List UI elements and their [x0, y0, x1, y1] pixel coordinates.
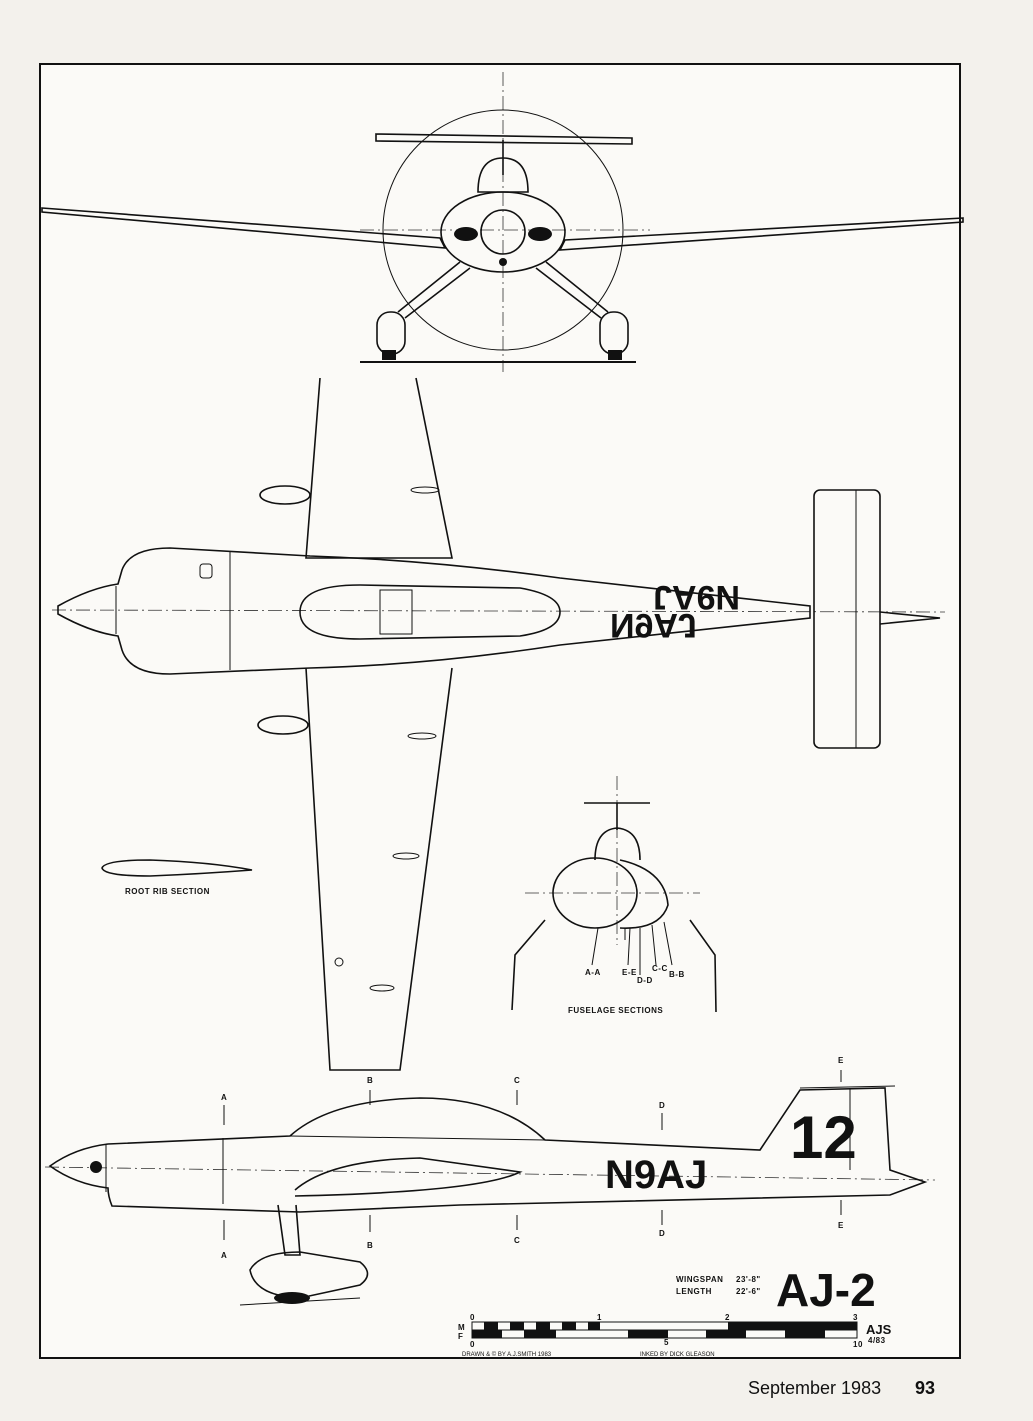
top-view: N9AJ N9AJ: [51, 377, 946, 1071]
fuselage-front: [440, 191, 566, 273]
svg-text:F: F: [458, 1332, 463, 1341]
svg-text:WINGSPAN: WINGSPAN: [676, 1275, 723, 1284]
front-view: [41, 72, 964, 372]
fuselage-sections: A-A E-E D-D C-C B-B FUSELAGE SECTIONS: [511, 776, 717, 1015]
svg-text:B: B: [367, 1076, 373, 1085]
propeller-disc: [382, 109, 624, 351]
svg-text:A: A: [221, 1251, 227, 1260]
svg-text:2: 2: [725, 1313, 730, 1322]
title-block: WINGSPAN 23'-8" LENGTH 22'-6" AJ-2: [676, 1264, 876, 1316]
svg-text:0: 0: [470, 1340, 475, 1349]
svg-text:10: 10: [853, 1340, 863, 1349]
horizontal-stabilizer: [375, 133, 633, 145]
svg-text:ROOT RIB SECTION: ROOT RIB SECTION: [125, 887, 210, 896]
svg-text:FUSELAGE SECTIONS: FUSELAGE SECTIONS: [568, 1006, 663, 1015]
race-number: 12: [790, 1104, 857, 1171]
drawing-frame: [39, 63, 961, 1359]
canopy: [477, 157, 529, 193]
svg-text:A-A: A-A: [585, 968, 601, 977]
svg-text:C: C: [514, 1236, 520, 1245]
svg-text:D-D: D-D: [637, 976, 653, 985]
page-number: 93: [915, 1378, 936, 1398]
svg-text:AJS: AJS: [866, 1322, 892, 1337]
svg-text:3: 3: [853, 1313, 858, 1322]
svg-text:B: B: [367, 1241, 373, 1250]
canopy-top: [299, 584, 561, 640]
svg-text:C: C: [514, 1076, 520, 1085]
registration-top-mirrored: N9AJ: [653, 578, 740, 616]
station-letters: A A B B C C D D E E: [221, 1056, 844, 1260]
registration-top: N9AJ: [610, 606, 697, 644]
svg-text:LENGTH: LENGTH: [676, 1287, 712, 1296]
svg-text:22'-6": 22'-6": [736, 1287, 761, 1296]
inked-credit: INKED BY DICK GLEASON: [640, 1352, 715, 1358]
side-view: N9AJ 12 A A B B C C D D E E: [44, 1056, 936, 1306]
svg-text:E-E: E-E: [622, 968, 637, 977]
wheel-pant-side: [249, 1251, 369, 1299]
root-rib-section: ROOT RIB SECTION: [101, 859, 253, 896]
horizontal-tail: [813, 489, 881, 749]
right-wing: [558, 217, 964, 251]
svg-text:D: D: [659, 1101, 665, 1110]
svg-text:4/83: 4/83: [868, 1336, 886, 1345]
issue-date: September 1983: [748, 1378, 882, 1398]
upper-wing: [305, 377, 453, 559]
svg-text:C-C: C-C: [652, 964, 668, 973]
svg-text:1: 1: [597, 1313, 602, 1322]
scale-bar: M F 0 1 2 3 0 5 10 AJS 4/83: [458, 1313, 892, 1349]
svg-text:D: D: [659, 1229, 665, 1238]
model-name: AJ-2: [776, 1264, 876, 1316]
svg-text:B-B: B-B: [669, 970, 685, 979]
svg-text:M: M: [458, 1323, 465, 1332]
svg-text:0: 0: [470, 1313, 475, 1322]
svg-text:E: E: [838, 1221, 844, 1230]
svg-text:23'-8": 23'-8": [736, 1275, 761, 1284]
registration-side: N9AJ: [605, 1153, 707, 1197]
svg-text:5: 5: [664, 1338, 669, 1347]
drawn-credit: DRAWN & © BY A.J.SMITH 1983: [462, 1351, 552, 1358]
svg-text:E: E: [838, 1056, 844, 1065]
svg-text:A: A: [221, 1093, 227, 1102]
lower-wing: [305, 667, 453, 1071]
fuselage-top: [57, 547, 811, 675]
